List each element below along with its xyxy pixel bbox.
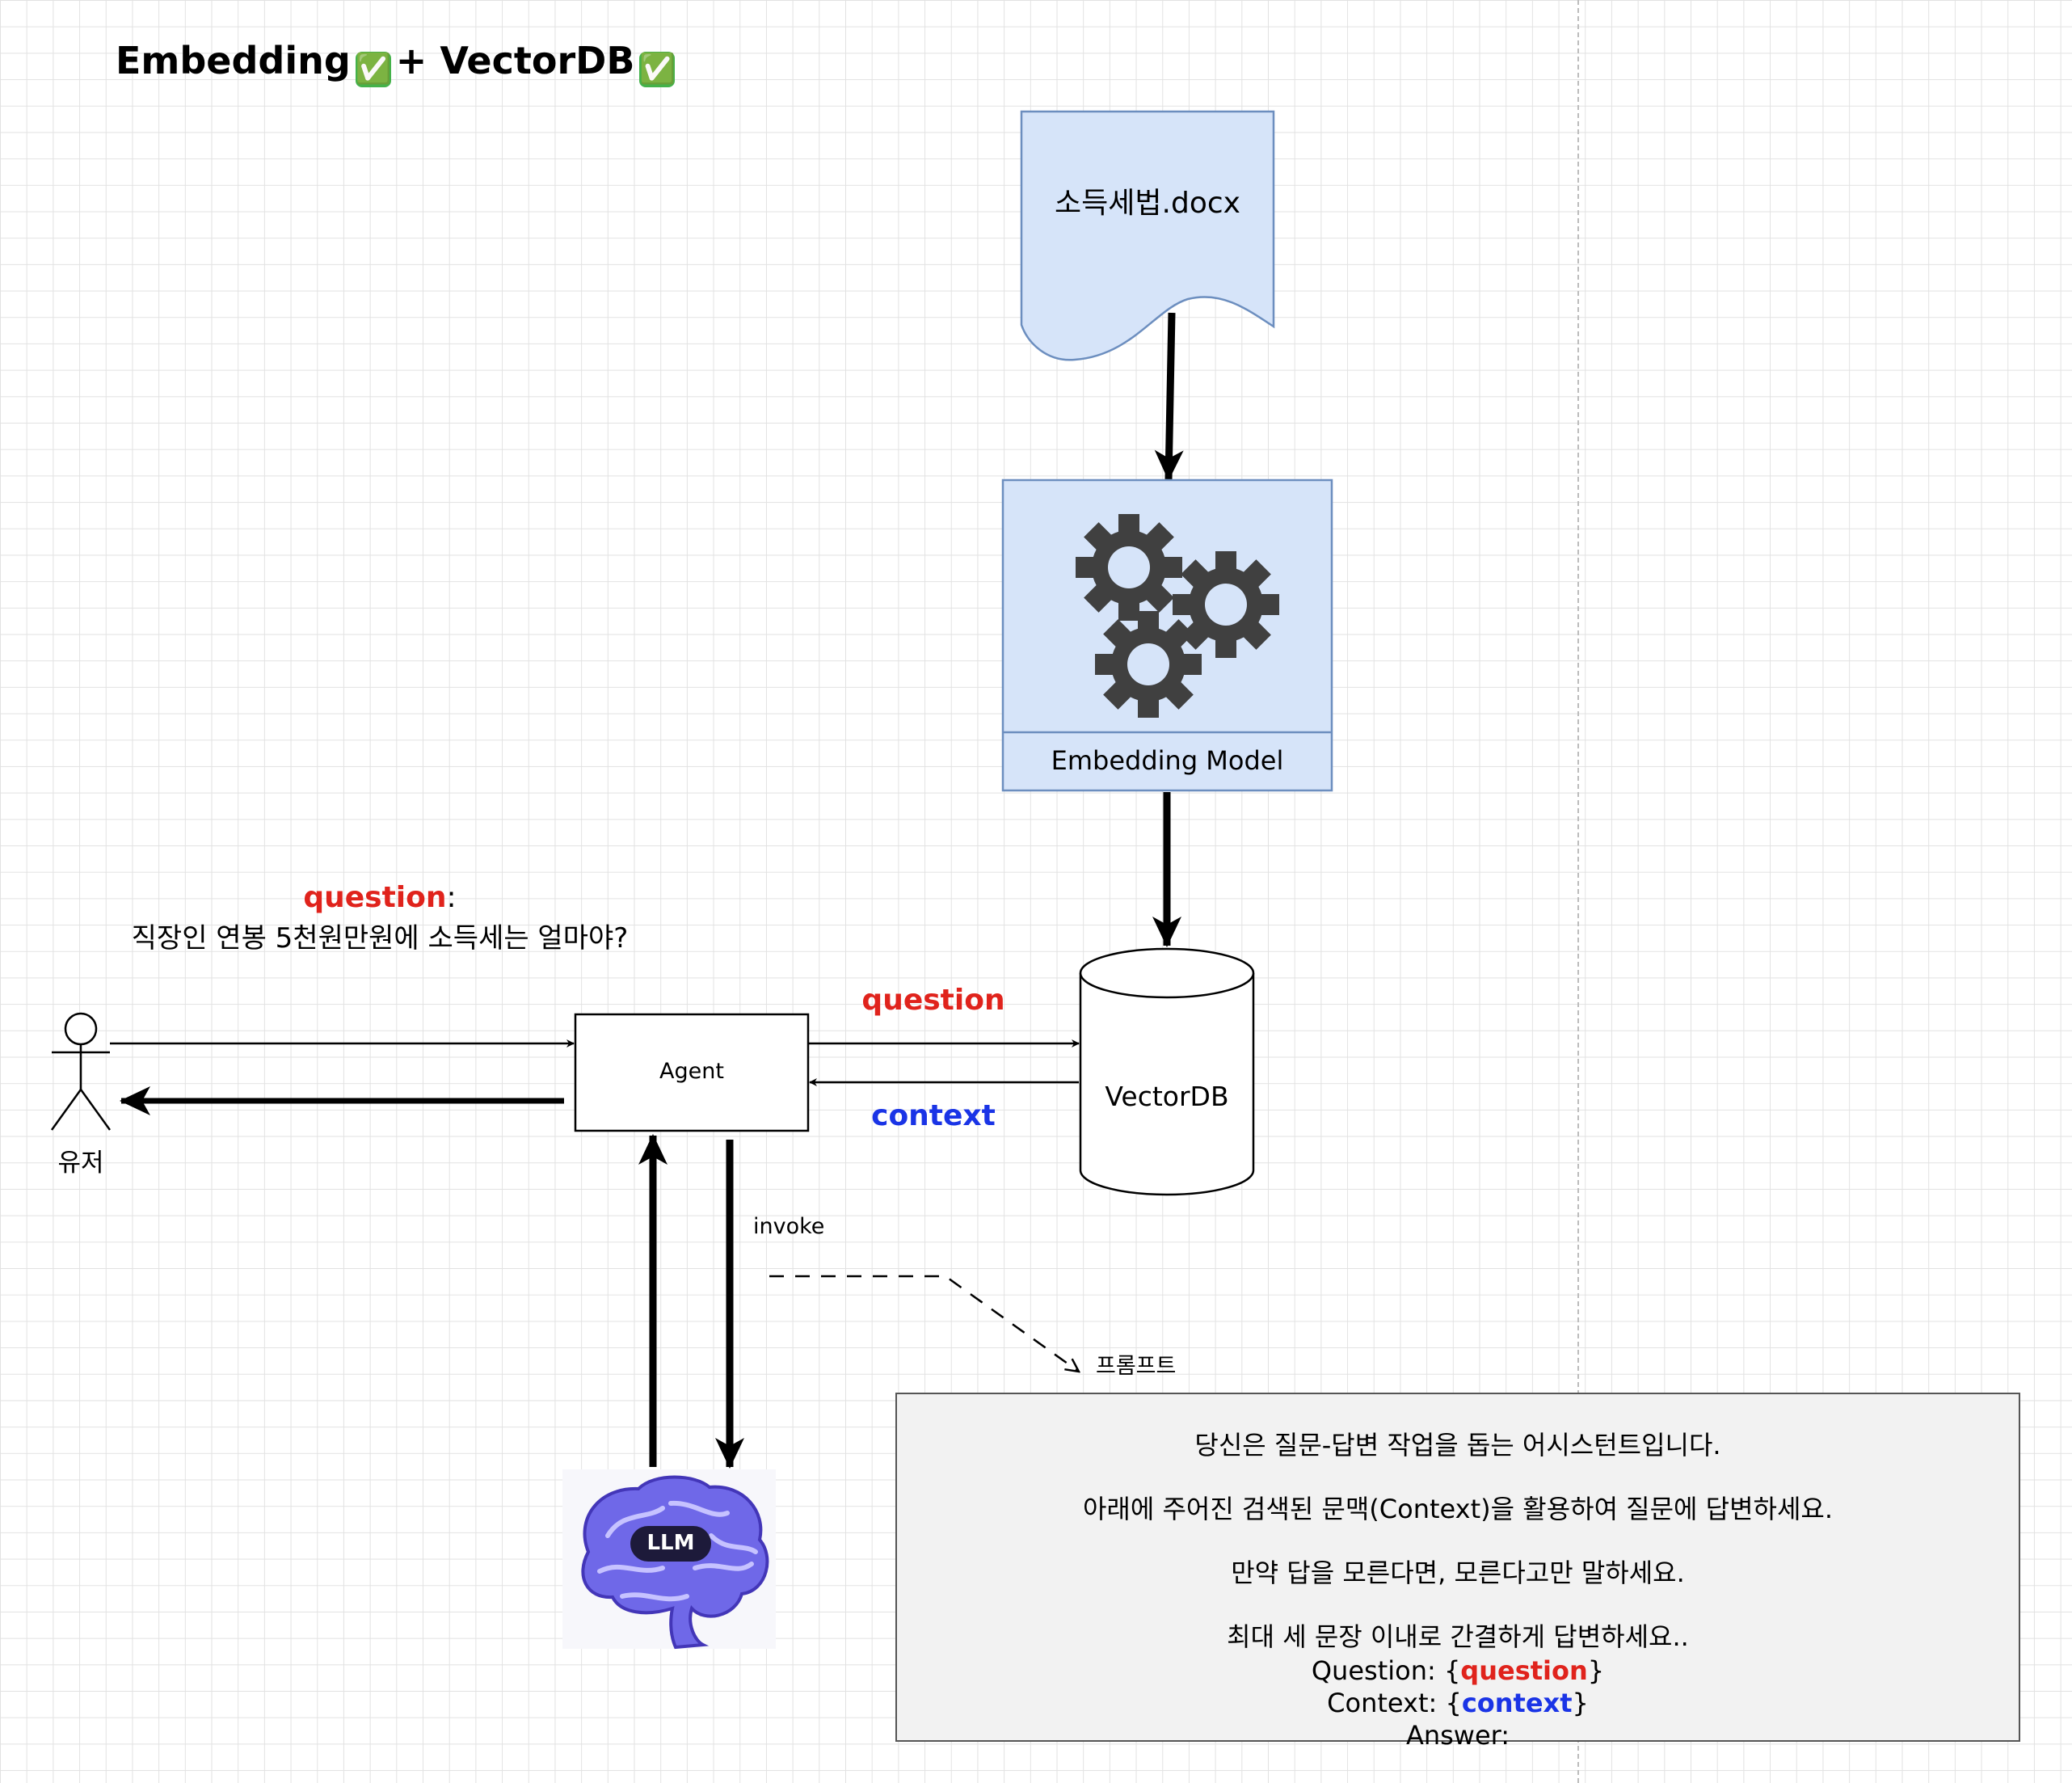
arrow-doc-to-embedding	[1154, 312, 1184, 481]
title-vectordb: + VectorDB	[395, 39, 635, 82]
prompt-question-close: }	[1587, 1655, 1605, 1686]
user-question-key-line: question:	[81, 881, 679, 914]
agent-label: Agent	[659, 1059, 724, 1084]
agent-box[interactable]	[574, 1013, 810, 1132]
user-question-text: 직장인 연봉 5천원만원에 소득세는 얼마야?	[131, 922, 629, 955]
title-embedding: Embedding	[116, 39, 351, 82]
document-shape[interactable]	[1020, 110, 1275, 361]
prompt-question-var: question	[1460, 1655, 1588, 1686]
vectordb-cylinder[interactable]	[1079, 947, 1255, 1196]
prompt-context-prefix: Context: {	[1327, 1688, 1462, 1718]
page-title: Embedding✅+ VectorDB✅	[116, 39, 680, 87]
brain-icon	[562, 1469, 776, 1650]
embedding-model-label: Embedding Model	[1051, 745, 1284, 776]
edge-label-context: context	[871, 1099, 996, 1132]
prompt-line-1: 당신은 질문-답변 작업을 돕는 어시스턴트입니다.	[1194, 1430, 1721, 1461]
dashed-prompt-pointer	[769, 1275, 1079, 1372]
actor-icon[interactable]	[50, 1012, 112, 1131]
question-key: question	[303, 881, 447, 914]
prompt-context-var: context	[1461, 1688, 1573, 1718]
prompt-question-prefix: Question: {	[1311, 1655, 1461, 1686]
prompt-template-box[interactable]: 당신은 질문-답변 작업을 돕는 어시스턴트입니다. 아래에 주어진 검색된 문…	[895, 1393, 2020, 1751]
prompt-context-line: Context: {context}	[897, 1688, 2019, 1718]
gears-icon	[1076, 514, 1279, 718]
question-colon: :	[446, 881, 457, 914]
edge-label-invoke: invoke	[753, 1214, 825, 1239]
prompt-answer-line: Answer:	[1405, 1720, 1510, 1751]
check-icon: ✅	[639, 52, 676, 87]
edge-label-question: question	[861, 984, 1005, 1017]
page-divider	[1577, 0, 1579, 1783]
edge-label-prompt: 프롬프트	[1096, 1354, 1177, 1379]
check-icon: ✅	[355, 52, 392, 87]
prompt-line-2: 아래에 주어진 검색된 문맥(Context)을 활용하여 질문에 답변하세요.	[1082, 1494, 1834, 1524]
llm-label: LLM	[646, 1531, 695, 1555]
prompt-question-line: Question: {question}	[897, 1655, 2019, 1686]
prompt-line-4: 최대 세 문장 이내로 간결하게 답변하세요..	[1227, 1621, 1689, 1652]
vectordb-label: VectorDB	[1105, 1081, 1229, 1112]
user-label: 유저	[57, 1149, 104, 1178]
document-label: 소득세법.docx	[1055, 187, 1240, 220]
prompt-context-close: }	[1572, 1688, 1589, 1718]
prompt-line-3: 만약 답을 모른다면, 모른다고만 말하세요.	[1231, 1557, 1685, 1588]
